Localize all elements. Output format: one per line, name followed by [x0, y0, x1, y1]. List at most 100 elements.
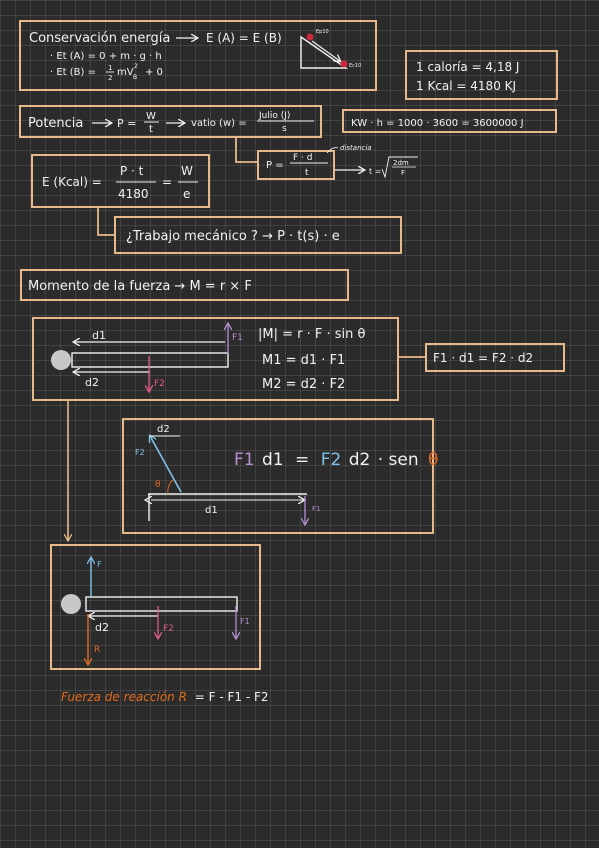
angled-eq-d2: d2	[349, 450, 371, 470]
beam1-d1-label: d1	[92, 329, 106, 342]
reaction-formula-rhs: = F - F1 - F2	[195, 690, 269, 704]
energy-box: Conservación energía E (A) = E (B) · Et …	[19, 20, 377, 91]
incline-label-ec: Ec10	[349, 63, 361, 69]
reaction-d2-label: d2	[95, 621, 109, 634]
incline-ball-top	[306, 33, 314, 41]
beam1-eq-2: M1 = d1 · F1	[262, 353, 345, 368]
moment-box: Momento de la fuerza → M = r × F	[20, 269, 349, 301]
incline-label-ep: Ep10	[316, 29, 329, 35]
power-s: s	[282, 124, 287, 134]
ekcal-connector	[97, 208, 115, 236]
reaction-formula-label: Fuerza de reacción R	[61, 690, 187, 704]
beam1-f2-label: F2	[154, 379, 165, 389]
ekcal-den-2: e	[183, 187, 190, 201]
reaction-beam	[85, 596, 238, 612]
work-box: ¿Trabajo mecánico ? → P · t(s) · e	[114, 216, 402, 254]
energy-exp2: 2	[134, 63, 138, 70]
force-power-p-eq: P =	[266, 160, 284, 171]
energy-half-num: 1	[108, 64, 112, 72]
ekcal-box-border	[31, 154, 210, 208]
moment-text: Momento de la fuerza → M = r × F	[28, 279, 252, 294]
power-label: Potencia	[28, 116, 83, 131]
energy-box-border	[19, 20, 377, 91]
power-p-eq: P =	[117, 117, 136, 130]
angled-eq-theta: θ	[428, 450, 438, 470]
kwh-box-border	[342, 109, 557, 133]
beam1-pivot	[51, 350, 71, 370]
beam1-box: d1 d2 F2 F1 |M| = r · F · sin θ M1 = d1 …	[32, 317, 399, 401]
angled-box-border	[122, 418, 434, 534]
energy-half-den: 2	[108, 74, 112, 82]
force-power-t-eq: t =	[369, 167, 381, 176]
kwh-box: KW · h = 1000 · 3600 = 3600000 J	[342, 109, 557, 133]
reaction-r-label: R	[94, 645, 100, 655]
reaction-f-label: F	[97, 560, 102, 569]
balance-box: F1 · d1 = F2 · d2	[425, 343, 565, 372]
energy-title: Conservación energía	[29, 31, 170, 46]
energy-line-b-end: + 0	[145, 67, 163, 78]
reaction-formula: Fuerza de reacción R = F - F1 - F2	[61, 690, 269, 704]
beam1-d2-label: d2	[85, 376, 99, 389]
angled-theta-label: θ	[155, 480, 161, 490]
angled-equation: F1 d1 = F2 d2 · sen θ	[234, 450, 438, 470]
distancia-pointer	[326, 147, 339, 154]
incline-arrow	[311, 40, 340, 61]
force-power-den: t	[305, 168, 309, 178]
beam1-box-border	[32, 317, 399, 401]
ekcal-eq: =	[162, 175, 172, 189]
angled-d1-label: d1	[205, 505, 218, 516]
angled-eq-d1: d1	[262, 450, 284, 470]
calorie-line-2: 1 Kcal = 4180 KJ	[416, 79, 516, 93]
power-box: Potencia P = W t vatio (w) = Julio (J) s	[19, 105, 322, 138]
power-vatio: vatio (w) =	[191, 118, 247, 129]
calorie-line-1: 1 caloría = 4,18 J	[416, 60, 519, 74]
sqrt-den: F	[401, 169, 405, 177]
calorie-box: 1 caloría = 4,18 J 1 Kcal = 4180 KJ	[405, 50, 558, 100]
force-power-box: P = F · d t distancia t = 2dm F	[257, 144, 418, 180]
kwh-text: KW · h = 1000 · 3600 = 3600000 J	[351, 118, 524, 129]
angled-eq-f2: F2	[321, 450, 342, 470]
beam1-bar	[71, 352, 229, 368]
angled-theta-arc	[167, 479, 174, 495]
reaction-diagram-border	[50, 544, 261, 670]
angled-eq-sen: · sen	[378, 450, 419, 470]
angled-eq-f1: F1	[234, 450, 255, 470]
incline-ball-bottom	[340, 60, 348, 68]
calorie-box-border	[405, 50, 558, 100]
force-power-box-border	[257, 150, 335, 180]
ekcal-den-1: 4180	[118, 187, 149, 201]
balance-box-border	[425, 343, 565, 372]
beam1-eq-1: |M| = r · F · sin θ	[258, 327, 366, 342]
power-w: W	[146, 111, 156, 122]
ekcal-lhs: E (Kcal) =	[42, 175, 102, 189]
incline-triangle	[300, 35, 349, 69]
energy-sub-b: B	[133, 74, 137, 81]
energy-line-b-start: · Et (B) =	[50, 67, 96, 78]
reaction-f2-label: F2	[163, 624, 174, 634]
power-t: t	[149, 124, 153, 135]
sqrt-sign	[381, 156, 418, 179]
angled-eq-eq: =	[295, 450, 309, 470]
angled-f2-arrow	[150, 436, 182, 493]
beam1-f1-label: F1	[232, 333, 243, 343]
reaction-pivot	[61, 594, 81, 614]
power-julio: Julio (J)	[258, 111, 290, 121]
reaction-diagram-box: F d2 F2 F1 R	[50, 544, 261, 670]
power-box-border	[19, 105, 322, 138]
power-connector	[235, 138, 258, 163]
ekcal-num-1: P · t	[120, 164, 144, 178]
distancia-label: distancia	[340, 144, 372, 152]
energy-rhs: E (A) = E (B)	[206, 31, 282, 45]
force-power-num: F · d	[293, 153, 312, 163]
energy-line-a: · Et (A) = 0 + m · g · h	[50, 51, 162, 62]
angled-box: d1 F2 d2 θ F1 F1 d1 = F2 d2 · sen θ	[122, 418, 438, 534]
sqrt-num: 2dm	[393, 159, 409, 167]
energy-line-b-mv: mV	[117, 67, 134, 78]
reaction-f1-label: F1	[240, 617, 250, 626]
moment-box-border	[20, 269, 349, 301]
ekcal-box: E (Kcal) = P · t 4180 = W e	[31, 154, 210, 208]
incline-sketch: Ep10 Ec10	[300, 29, 361, 69]
angled-f1-label: F1	[312, 505, 320, 513]
angled-f2-label: F2	[135, 448, 145, 457]
